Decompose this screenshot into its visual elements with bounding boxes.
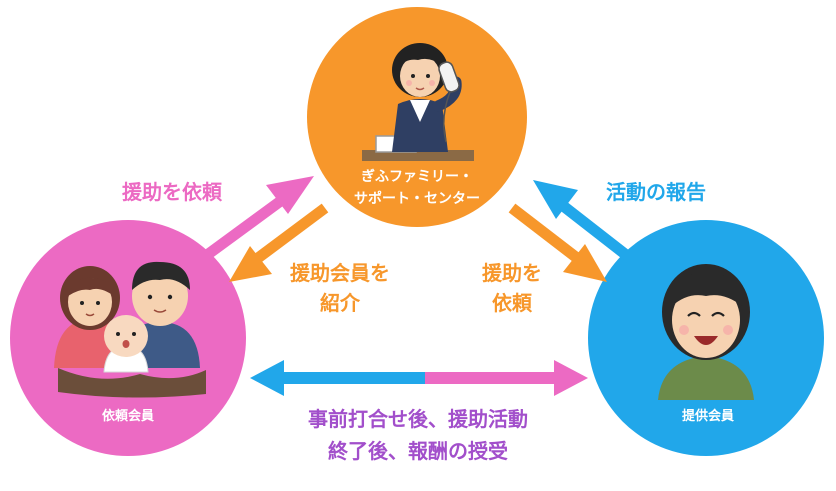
arrow-bidirectional-bottom [250, 360, 588, 396]
edge-label-right-to-center: 活動の報告 [606, 180, 706, 204]
center-node-label: ぎふファミリー・ サポート・センター [332, 166, 502, 210]
smiling-person-icon [658, 264, 754, 400]
edge-label-bottom-line1: 事前打合せ後、援助活動 [308, 407, 528, 431]
edge-label-center-to-left: 援助会員を 紹介 [270, 258, 410, 318]
edge-label-bottom-line2: 終了後、報酬の授受 [328, 439, 508, 463]
center-node-label-line2: サポート・センター [354, 191, 480, 207]
edge-label-center-to-right-line1: 援助を [482, 261, 542, 285]
arrow-right-to-center [533, 180, 634, 263]
center-node-label-line1: ぎふファミリー・ [361, 169, 473, 185]
edge-label-center-to-left-line1: 援助会員を [290, 261, 390, 285]
right-node-label: 提供会員 [681, 409, 734, 424]
edge-label-bottom: 事前打合せ後、援助活動 終了後、報酬の授受 [268, 403, 568, 467]
edge-label-center-to-right: 援助を 依頼 [462, 258, 562, 318]
edge-label-center-to-right-line2: 依頼 [492, 291, 532, 315]
arrow-center-to-left [229, 203, 329, 282]
edge-label-left-to-center: 援助を依頼 [122, 180, 222, 204]
arrow-center-to-right [508, 203, 607, 282]
receptionist-phone-icon [362, 43, 474, 161]
edge-label-center-to-left-line2: 紹介 [320, 291, 360, 315]
arrow-left-to-center [203, 176, 314, 260]
left-node-label: 依頼会員 [101, 409, 154, 424]
family-icon [54, 261, 206, 398]
